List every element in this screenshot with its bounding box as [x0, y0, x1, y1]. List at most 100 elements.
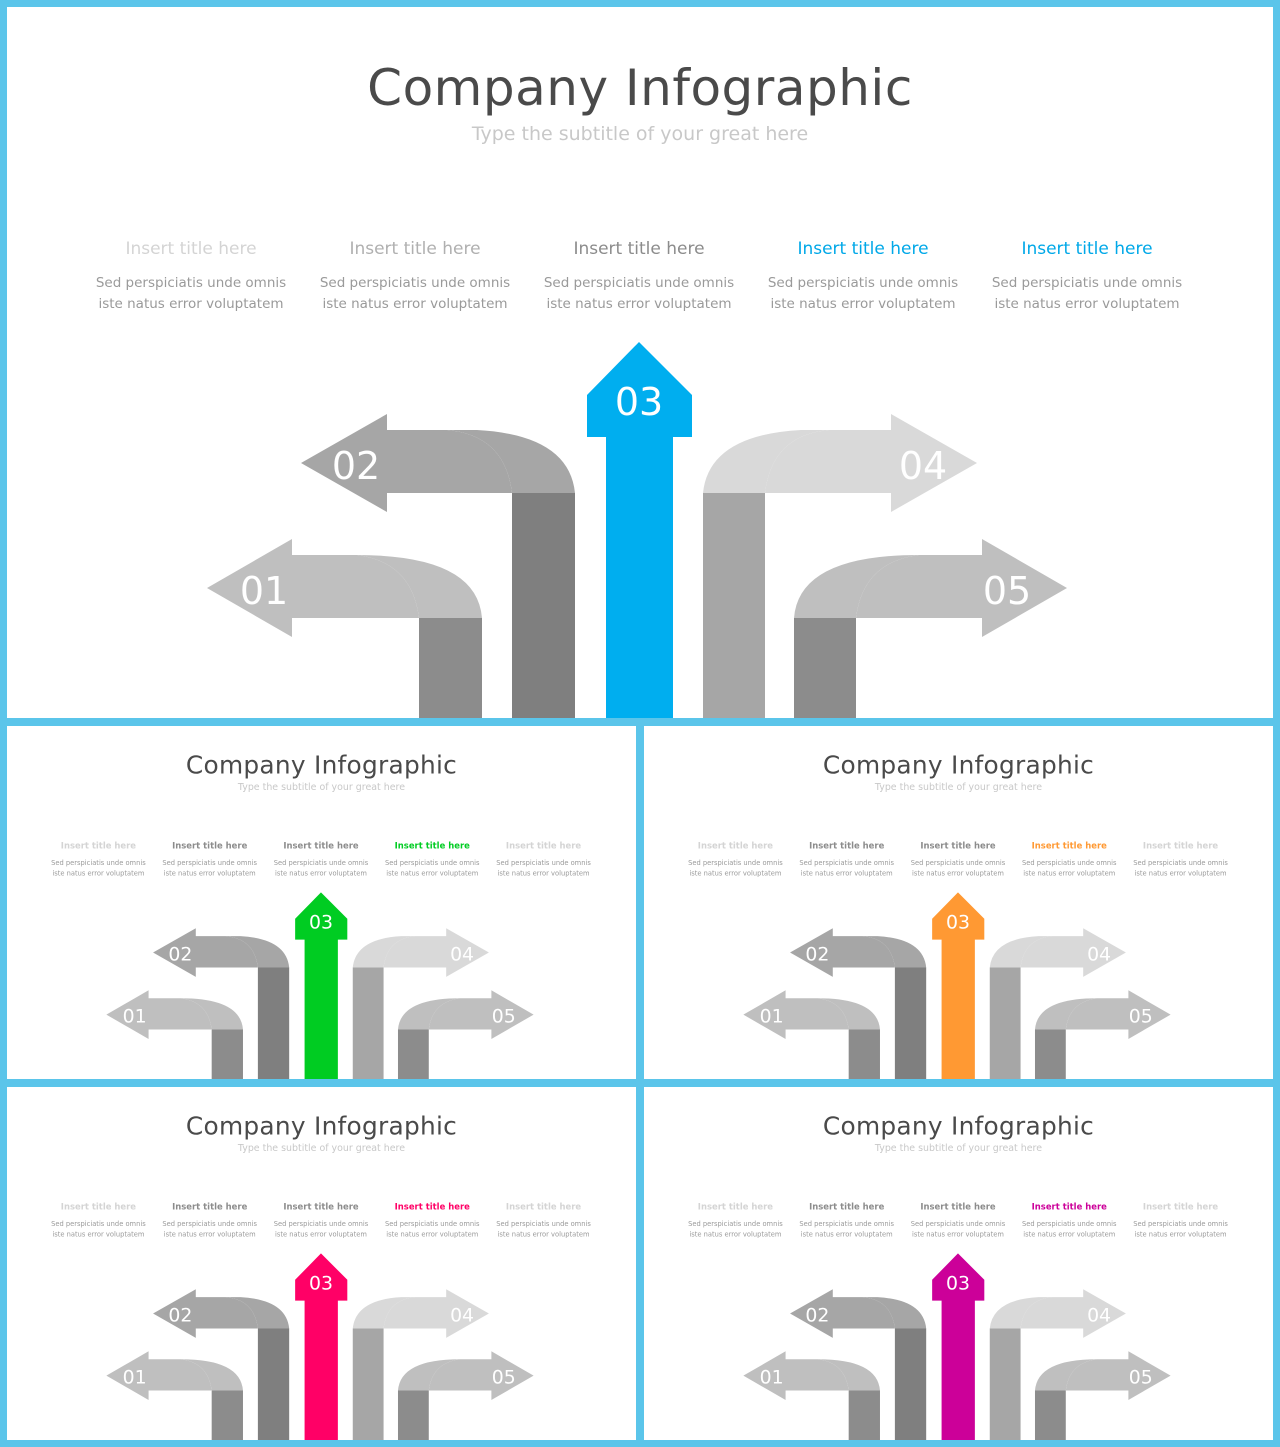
arrow-label-03: 03: [946, 1273, 970, 1295]
slide-subtitle: Type the subtitle of your great here: [471, 123, 809, 145]
column-title: Insert title here: [394, 841, 470, 852]
column-title: Insert title here: [349, 239, 481, 259]
arrow-02-head: [153, 928, 290, 977]
column-desc-line: iste natus error voluptatem: [275, 1230, 367, 1239]
column-desc-line: Sed perspiciatis unde omnis: [273, 859, 369, 868]
slide-variant-magenta: Company Infographic Type the subtitle of…: [644, 1087, 1273, 1440]
slide-title: Company Infographic: [367, 59, 913, 117]
arrow-02-stem: [512, 493, 575, 718]
column-desc-line: iste natus error voluptatem: [912, 1230, 1004, 1239]
column-desc-line: Sed perspiciatis unde omnis: [543, 275, 735, 291]
arrow-05-stem: [1034, 1029, 1066, 1079]
arrow-label-04: 04: [450, 943, 474, 965]
column-title: Insert title here: [60, 841, 137, 852]
column-desc-line: Sed perspiciatis unde omnis: [384, 859, 480, 868]
arrow-label-04: 04: [450, 1304, 474, 1326]
arrow-01-head: [106, 990, 243, 1039]
column-title: Insert title here: [1021, 239, 1153, 259]
arrow-04-head: [989, 1289, 1126, 1338]
arrow-label-04: 04: [1087, 943, 1111, 965]
column-title: Insert title here: [505, 1202, 582, 1213]
column-desc-line: Sed perspiciatis unde omnis: [1021, 1220, 1117, 1229]
slide-title: Company Infographic: [185, 750, 458, 780]
arrow-05-head: [1034, 1351, 1171, 1400]
column-title: Insert title here: [697, 841, 774, 852]
slide-title: Company Infographic: [822, 1111, 1095, 1141]
column-desc-line: Sed perspiciatis unde omnis: [319, 275, 511, 291]
arrow-04-bend: [989, 936, 1084, 968]
arrow-01-stem: [848, 1390, 880, 1440]
arrow-05-bend: [794, 555, 982, 618]
arrow-02-stem: [894, 1328, 927, 1440]
column-desc-line: Sed perspiciatis unde omnis: [1133, 859, 1228, 868]
arrow-04-stem: [703, 493, 765, 718]
column-title: Insert title here: [920, 841, 996, 852]
column-title: Insert title here: [172, 841, 248, 852]
arrow-label-05: 05: [1129, 1367, 1153, 1389]
arrow-02-bend: [195, 936, 290, 968]
column-desc-line: iste natus error voluptatem: [497, 1230, 590, 1239]
column-desc-line: Sed perspiciatis unde omnis: [51, 859, 146, 868]
slide-content: Company Infographic Type the subtitle of…: [644, 1087, 1273, 1440]
column-desc-line: iste natus error voluptatem: [1023, 1230, 1116, 1239]
arrow-01-bend: [148, 998, 243, 1030]
column-title: Insert title here: [809, 1202, 885, 1213]
column-title: Insert title here: [505, 841, 582, 852]
column-desc-line: iste natus error voluptatem: [52, 869, 145, 878]
column-5: Insert title here Sed perspiciatis unde …: [977, 239, 1197, 315]
column-desc-line: Sed perspiciatis unde omnis: [910, 1220, 1006, 1229]
arrow-02-head: [153, 1289, 290, 1338]
arrow-02-head: [790, 1289, 927, 1338]
arrow-04-bend: [989, 1297, 1084, 1329]
arrow-label-05: 05: [492, 1367, 516, 1389]
arrow-03: [587, 342, 692, 718]
slide-main: Company Infographic Type the subtitle of…: [7, 7, 1273, 718]
arrow-04-bend: [352, 1297, 447, 1329]
column-desc-line: iste natus error voluptatem: [800, 869, 893, 878]
column-title: Insert title here: [125, 239, 257, 259]
column-desc-line: iste natus error voluptatem: [163, 869, 256, 878]
arrow-02-bend: [195, 1297, 290, 1329]
arrow-05-head: [397, 1351, 534, 1400]
column-title: Insert title here: [1142, 841, 1219, 852]
column-desc-line: Sed perspiciatis unde omnis: [767, 275, 959, 291]
column-title: Insert title here: [797, 239, 929, 259]
column-desc-line: iste natus error voluptatem: [497, 869, 590, 878]
column-desc-line: iste natus error voluptatem: [912, 869, 1004, 878]
column-desc-line: iste natus error voluptatem: [546, 296, 732, 312]
arrow-03: [295, 1253, 348, 1440]
column-title: Insert title here: [697, 1202, 774, 1213]
column-title: Insert title here: [283, 841, 359, 852]
arrow-04-stem: [989, 967, 1021, 1079]
column-desc-line: iste natus error voluptatem: [1023, 869, 1116, 878]
column-desc-line: Sed perspiciatis unde omnis: [51, 1220, 146, 1229]
arrow-label-01: 01: [760, 1006, 784, 1028]
column-2: Insert title here Sed perspiciatis unde …: [305, 239, 525, 315]
arrow-01-stem: [211, 1390, 243, 1440]
slide-subtitle: Type the subtitle of your great here: [237, 781, 406, 793]
column-desc-line: Sed perspiciatis unde omnis: [688, 859, 783, 868]
column-desc-line: iste natus error voluptatem: [163, 1230, 256, 1239]
